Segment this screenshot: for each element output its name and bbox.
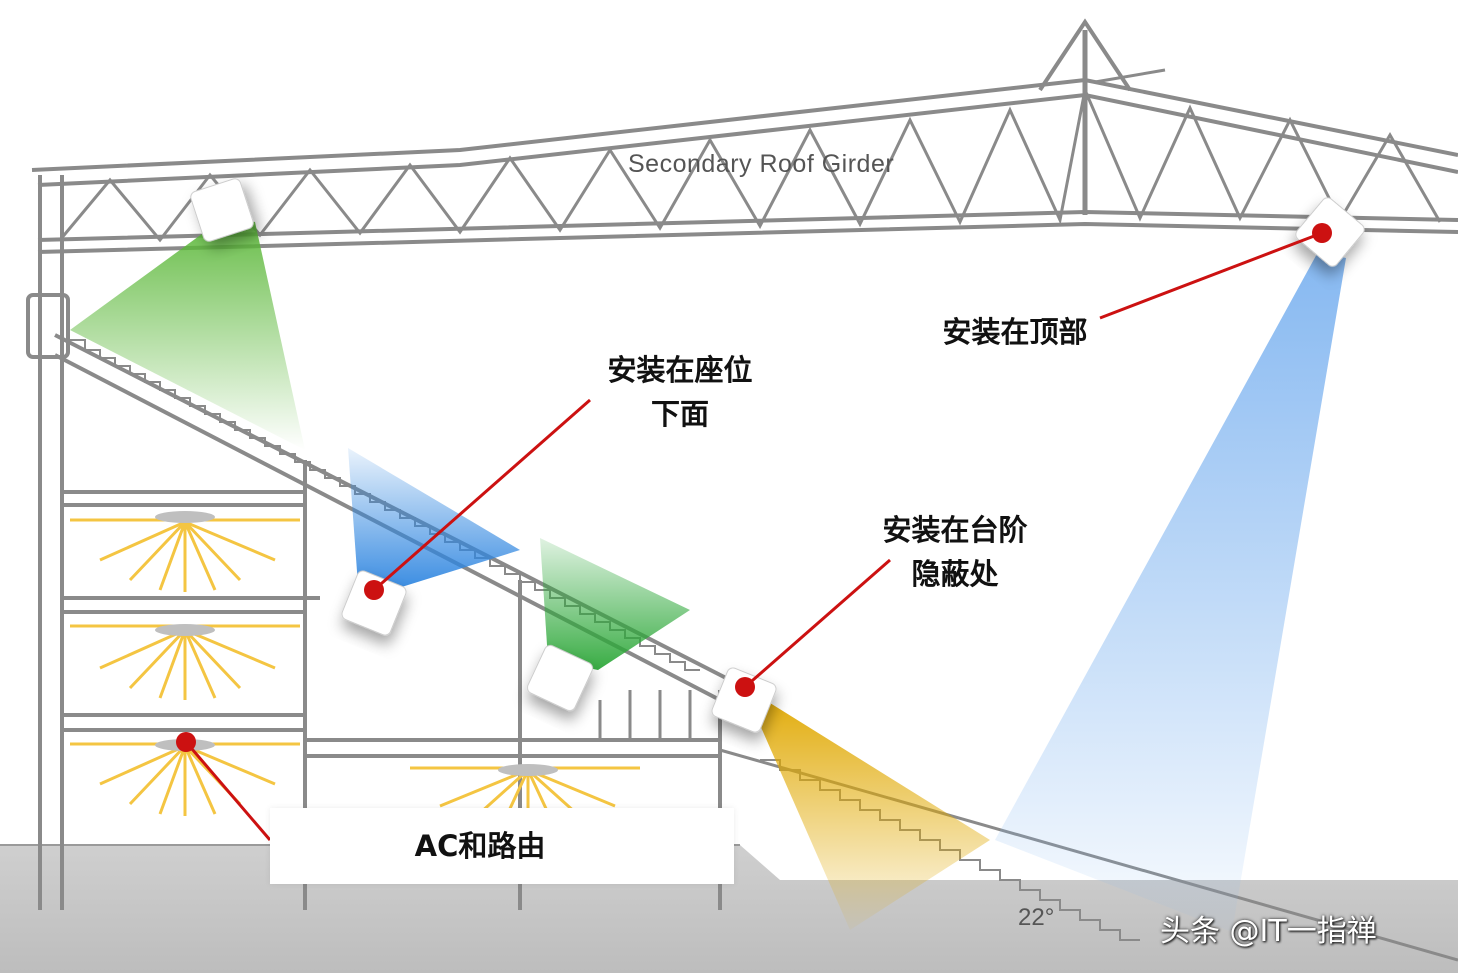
label-step-line1: 安装在台阶 (882, 513, 1028, 547)
green-beam-upper (70, 215, 305, 450)
marker-step (735, 677, 755, 697)
leader-lines (184, 231, 1323, 841)
leader-under-seat (373, 398, 591, 592)
access-points (190, 178, 1365, 733)
green-beam-lower (540, 538, 690, 670)
marker-ac-router (176, 732, 196, 752)
label-under-seat-line1: 安装在座位 (607, 353, 753, 387)
label-ac-router-text: AC和路由 (414, 829, 546, 863)
yellow-beam-step (760, 698, 990, 930)
ac-router-box (270, 808, 734, 884)
label-roof: 安装在顶部 (930, 310, 1100, 354)
label-under-seat: 安装在座位 下面 (590, 348, 770, 436)
leader-roof (1099, 231, 1323, 320)
ap-step (711, 667, 777, 733)
watermark: 头条 @IT一指禅 (1160, 914, 1377, 949)
marker-roof (1312, 223, 1332, 243)
marker-dots (176, 223, 1332, 752)
girder-title: Secondary Roof Girder (628, 150, 895, 178)
leader-ac-router (184, 741, 272, 841)
floor-slabs (62, 490, 720, 758)
room-lights (70, 511, 640, 832)
coverage-beams (70, 215, 1346, 932)
blue-beam-roof (995, 252, 1346, 932)
stair-angle-label: 22° (1018, 904, 1055, 931)
label-step-line2: 隐蔽处 (911, 557, 999, 591)
ap-lower-stand (526, 644, 594, 712)
label-step: 安装在台阶 隐蔽处 (865, 508, 1045, 596)
leader-step (744, 558, 891, 689)
ap-under-seat (341, 570, 407, 636)
blue-beam-under-seat (348, 448, 520, 590)
label-under-seat-line2: 下面 (650, 397, 709, 431)
label-ac-router: AC和路由 (270, 824, 690, 868)
ap-roof-left (190, 178, 254, 242)
marker-under-seat (364, 580, 384, 600)
label-roof-text: 安装在顶部 (942, 315, 1088, 349)
